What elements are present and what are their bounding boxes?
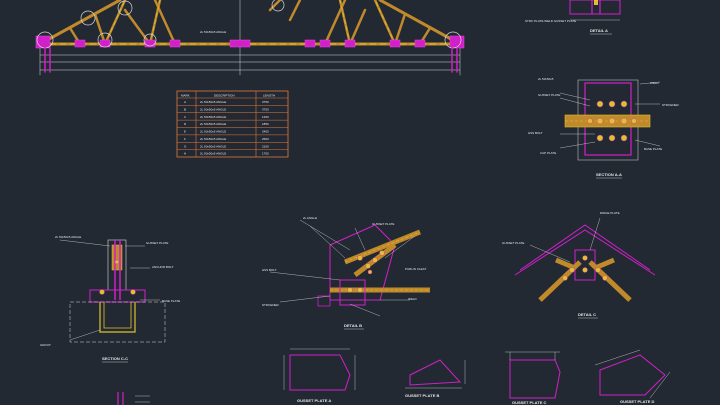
- table-cell-description: 2L 50x50x5 ANGLE: [200, 152, 226, 156]
- table-cell-description: 2L 50x50x5 ANGLE: [200, 122, 226, 126]
- detail-c-note-ridge: RIDGE PLATE: [600, 211, 620, 215]
- table-cell-mark: D: [184, 122, 187, 126]
- section-a-a-note-stiffener: STIFFENER: [662, 103, 680, 107]
- detail-b-note-gusset: GUSSET PLATE: [372, 222, 394, 226]
- detail-b-bolts: [347, 250, 385, 293]
- table-cell-mark: F: [184, 137, 186, 141]
- section-a-a-note-bolt: HSS BOLT: [528, 131, 543, 135]
- gusset-plate-a-title: GUSSET PLATE A: [297, 398, 331, 403]
- table-header-mark: MARK: [181, 94, 190, 98]
- section-a-a-bolts: [587, 100, 637, 142]
- table-cell-description: 2L 50x50x5 ANGLE: [200, 144, 226, 148]
- section-c-c-note-anchor: ANCHOR BOLT: [152, 265, 174, 269]
- section-c-c-note-base: BASE PLATE: [162, 299, 180, 303]
- section-c-c-note-angle: 2L 50x50x5 ANGLE: [55, 235, 81, 239]
- table-cell-length: 3750: [262, 107, 269, 111]
- detail-c-bolts: [562, 255, 608, 281]
- table-cell-mark: A: [184, 100, 186, 104]
- truss-gusset-plates: [35, 35, 465, 49]
- section-a-a-note-gusset: GUSSET PLATE: [538, 93, 560, 97]
- detail-b[interactable]: 2L ANGLE GUSSET PLATE HSS BOLT STIFFENER…: [262, 216, 430, 330]
- truss-supports: [44, 47, 458, 73]
- section-a-a-title: SECTION A-A: [596, 172, 622, 177]
- section-c-c-anchor: [99, 302, 136, 333]
- detail-b-note-purlin: PURLIN CLEAT: [405, 267, 426, 271]
- detail-b-note-stiffener: STIFFENER: [262, 303, 280, 307]
- detail-c[interactable]: GUSSET PLATE RIDGE PLATE DETAIL C: [502, 211, 656, 319]
- section-a-a-note-weld: WELD: [650, 81, 660, 85]
- section-a-a-note-angle: 2L 50x50x5: [538, 77, 554, 81]
- gusset-plate-d-title: GUSSET PLATE D: [620, 399, 654, 404]
- section-c-c-note-gusset: GUSSET PLATE: [146, 241, 168, 245]
- table-cell-description: 2L 50x50x5 ANGLE: [200, 115, 226, 119]
- table-cell-length: 1250: [262, 115, 269, 119]
- detail-b-note-bolt: HSS BOLT: [262, 268, 277, 272]
- table-cell-length: 2100: [262, 144, 269, 148]
- gusset-plate-c[interactable]: GUSSET PLATE C: [505, 351, 561, 405]
- table-cell-description: 2L 50x50x5 ANGLE: [200, 130, 226, 134]
- top-chord-right: [378, 0, 462, 46]
- table-cell-length: 3750: [262, 100, 269, 104]
- detail-c-title: DETAIL C: [578, 312, 596, 317]
- section-c-c[interactable]: 2L 50x50x5 ANGLE GUSSET PLATE ANCHOR BOL…: [40, 235, 180, 363]
- table-cell-mark: B: [184, 107, 186, 111]
- section-a-a-note-cap: CAP PLATE: [540, 151, 556, 155]
- truss-dimension-lines: [39, 0, 461, 76]
- table-cell-mark: G: [184, 144, 187, 148]
- detail-c-note-gusset: GUSSET PLATE: [502, 241, 524, 245]
- table-cell-mark: H: [184, 152, 186, 156]
- section-c-c-base-plate: [89, 289, 146, 303]
- gusset-plate-d[interactable]: GUSSET PLATE D: [594, 349, 671, 404]
- section-c-c-title: SECTION C-C: [102, 356, 128, 361]
- detail-a[interactable]: STIFF PLATE WELD GUSSET PLATE DETAIL A: [525, 0, 621, 35]
- gusset-plate-c-title: GUSSET PLATE C: [512, 400, 546, 405]
- detail-a-note: STIFF PLATE WELD GUSSET PLATE: [525, 19, 576, 23]
- table-cell-description: 2L 50x50x5 ANGLE: [200, 137, 226, 141]
- truss-member-note: 2L 50x50x5 ANGLE: [200, 30, 226, 34]
- detail-a-title: DETAIL A: [590, 28, 608, 33]
- section-c-c-note-grout: GROUT: [40, 343, 51, 347]
- table-cell-description: 2L 50x50x5 ANGLE: [200, 100, 226, 104]
- top-chord-left: [38, 0, 122, 46]
- table-cell-description: 2L 50x50x5 ANGLE: [200, 107, 226, 111]
- section-a-a[interactable]: 2L 50x50x5 GUSSET PLATE HSS BOLT CAP PLA…: [528, 77, 680, 179]
- partial-detail-bottom-left: [117, 392, 150, 405]
- gusset-plate-b[interactable]: GUSSET PLATE B: [405, 359, 466, 398]
- table-cell-mark: C: [184, 115, 187, 119]
- gusset-plate-b-title: GUSSET PLATE B: [405, 393, 439, 398]
- table-cell-length: 1700: [262, 152, 269, 156]
- detail-b-note-angle: 2L ANGLE: [303, 216, 317, 220]
- table-header-description: DESCRIPTION: [214, 94, 235, 98]
- detail-b-note-weld: WELD: [408, 297, 418, 301]
- table-header-length: LENGTH: [263, 94, 275, 98]
- section-a-a-note-base: BASE PLATE: [644, 147, 662, 151]
- table-cell-length: 2500: [262, 137, 269, 141]
- table-cell-length: 2400: [262, 130, 269, 134]
- detail-b-title: DETAIL B: [344, 323, 362, 328]
- truss-elevation[interactable]: 2L 50x50x5 ANGLE: [35, 0, 465, 76]
- table-cell-length: 1850: [262, 122, 269, 126]
- table-cell-mark: E: [184, 130, 186, 134]
- gusset-plate-a[interactable]: GUSSET PLATE A: [283, 348, 356, 403]
- detail-callout-circles: [36, 0, 462, 49]
- member-schedule-table[interactable]: MARK DESCRIPTION LENGTH A 2L 50x50x5 ANGL…: [176, 90, 289, 158]
